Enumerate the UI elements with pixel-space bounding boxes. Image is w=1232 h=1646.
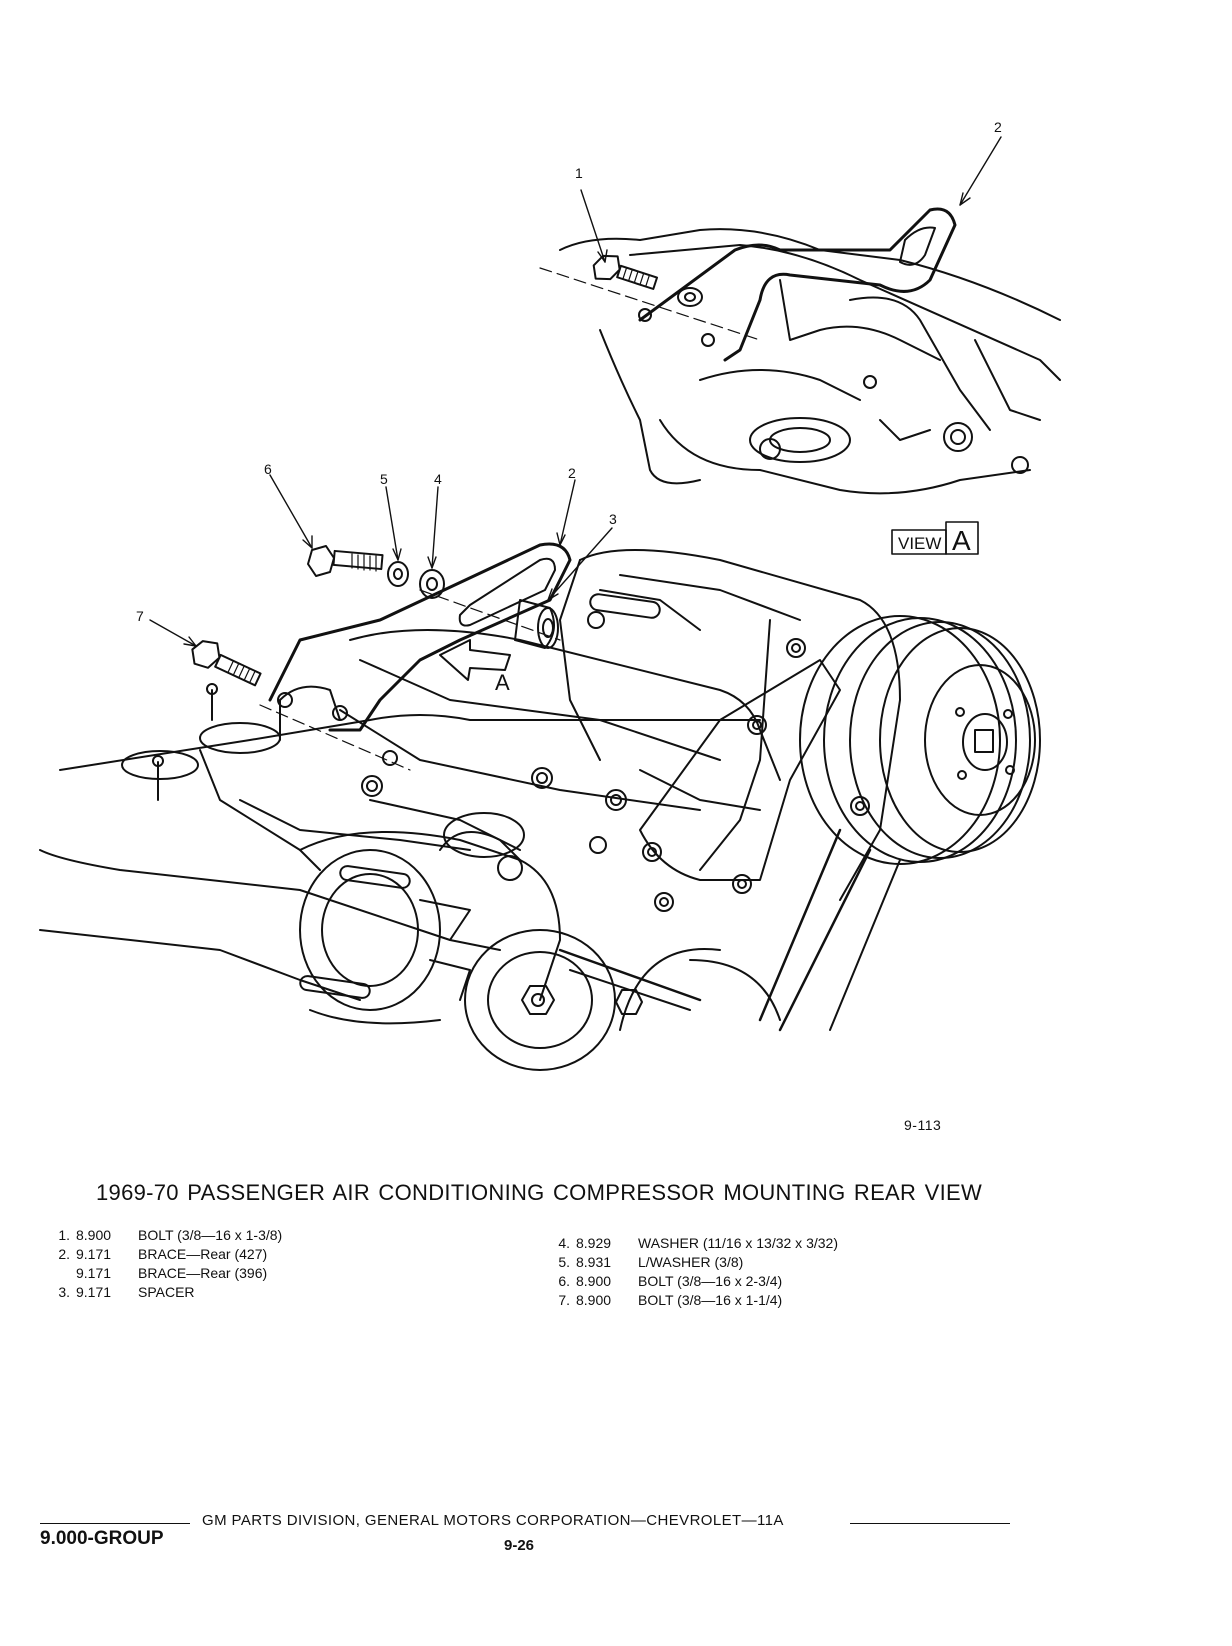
part-description: BOLT (3/8—16 x 2-3/4) [638, 1273, 783, 1289]
part-number [40, 1264, 76, 1283]
part-number: 7. [558, 1292, 570, 1308]
callout-7: 7 [136, 608, 144, 624]
view-a-letter: A [952, 525, 971, 556]
direction-arrow-label: A [495, 670, 510, 695]
part-number: 3. [58, 1284, 70, 1300]
part-code: 9.171 [76, 1265, 112, 1281]
part-description: BRACE—Rear (427) [138, 1246, 268, 1262]
callout-2: 2 [568, 465, 576, 481]
callout-6: 6 [264, 461, 272, 477]
parts-row: 4. 8.929 WASHER (11/16 x 13/32 x 3/32) [540, 1234, 838, 1253]
footer-rule [40, 1523, 190, 1524]
part-number: 5. [558, 1254, 570, 1270]
part-code: 8.900 [76, 1227, 112, 1243]
part-code: 9.171 [76, 1246, 112, 1262]
part-code: 8.900 [576, 1273, 612, 1289]
callout-4: 4 [434, 471, 442, 487]
parts-row: 6. 8.900 BOLT (3/8—16 x 2-3/4) [540, 1272, 838, 1291]
callout-3: 3 [609, 511, 617, 527]
callout-2-inset: 2 [994, 119, 1002, 135]
part-number: 1. [58, 1227, 70, 1243]
parts-row: 2. 9.171 BRACE—Rear (427) [40, 1245, 282, 1264]
main-assembly: A [39, 549, 1041, 1071]
part-code: 8.931 [576, 1254, 612, 1270]
parts-row: 7. 8.900 BOLT (3/8—16 x 1-1/4) [540, 1291, 838, 1310]
page-number: 9-26 [504, 1537, 535, 1554]
brace-part [259, 542, 572, 771]
callout-5: 5 [380, 471, 388, 487]
leader-lines [149, 136, 1002, 647]
parts-row: 9.171 BRACE—Rear (396) [40, 1264, 282, 1283]
bolt-7 [191, 640, 262, 687]
part-code: 8.929 [576, 1235, 612, 1251]
parts-list-left: 1. 8.900 BOLT (3/8—16 x 1-3/8) 2. 9.171 … [40, 1226, 282, 1302]
parts-row: 1. 8.900 BOLT (3/8—16 x 1-3/8) [40, 1226, 282, 1245]
parts-row: 3. 9.171 SPACER [40, 1283, 282, 1302]
part-description: SPACER [138, 1284, 195, 1300]
part-description: WASHER (11/16 x 13/32 x 3/32) [638, 1235, 838, 1251]
part-description: L/WASHER (3/8) [638, 1254, 744, 1270]
view-a-inset [539, 207, 1061, 495]
figure-title: 1969-70 PASSENGER AIR CONDITIONING COMPR… [96, 1180, 983, 1205]
spacer-part [514, 599, 559, 649]
part-description: BRACE—Rear (396) [138, 1265, 268, 1281]
group-label: 9.000-GROUP [40, 1528, 164, 1549]
bolt-6-assembly [307, 545, 445, 599]
compressor-mounting-illustration: VIEW A A [39, 119, 1061, 1071]
callout-numbers: 1 2 2 3 4 5 6 7 [136, 119, 1002, 624]
footer-publisher: GM PARTS DIVISION, GENERAL MOTORS CORPOR… [202, 1512, 784, 1529]
callout-1: 1 [575, 165, 583, 181]
part-code: 9.171 [76, 1284, 112, 1300]
part-description: BOLT (3/8—16 x 1-1/4) [638, 1292, 783, 1308]
parts-row: 5. 8.931 L/WASHER (3/8) [540, 1253, 838, 1272]
view-a-text: VIEW [898, 534, 941, 553]
part-number: 2. [58, 1246, 70, 1262]
part-code: 8.900 [576, 1292, 612, 1308]
parts-list-right: 4. 8.929 WASHER (11/16 x 13/32 x 3/32) 5… [540, 1234, 838, 1310]
view-a-label: VIEW A [891, 521, 979, 556]
part-number: 4. [558, 1235, 570, 1251]
part-description: BOLT (3/8—16 x 1-3/8) [138, 1227, 283, 1243]
part-number: 6. [558, 1273, 570, 1289]
figure-id: 9-113 [904, 1117, 942, 1133]
footer-rule [850, 1523, 1010, 1524]
